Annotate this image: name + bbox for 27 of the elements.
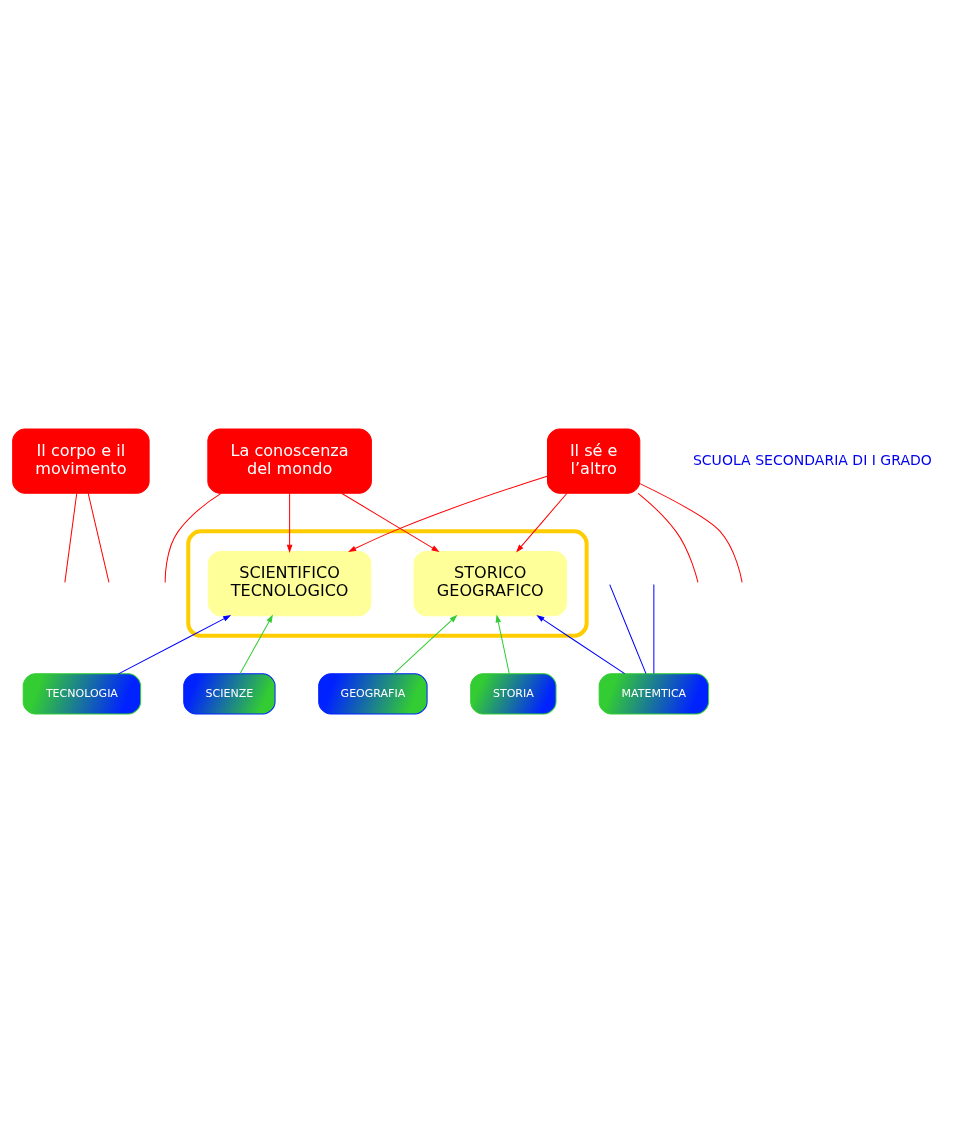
cluster [186, 529, 589, 638]
connector [87, 492, 110, 583]
node-box: SCIENZE [183, 673, 276, 715]
arrow [239, 615, 273, 675]
node-box: Il corpo e il movimento [12, 428, 150, 494]
arrow [341, 492, 439, 552]
arrow [516, 492, 568, 552]
arrow [495, 615, 510, 675]
label: SCUOLA SECONDARIA DI I GRADO [692, 451, 932, 468]
connector [64, 492, 78, 583]
connector [164, 492, 222, 583]
arrow [537, 615, 626, 675]
node-box: STORIA [470, 673, 557, 715]
node-box: La conoscenza del mondo [207, 428, 372, 494]
node-box: GEOGRAFIA [318, 673, 428, 715]
node-box: MATEMTICA [598, 673, 710, 715]
connector [637, 492, 699, 583]
arrow [118, 615, 231, 675]
node-box: STORICO GEOGRAFICO [413, 550, 568, 617]
arrow [287, 492, 293, 552]
connector [609, 584, 647, 675]
node-box: SCIENTIFICO TECNOLOGICO [207, 550, 372, 617]
connector [639, 483, 743, 583]
arrow [393, 615, 457, 675]
arrow [348, 475, 548, 552]
node-box: Il sé e l’altro [547, 428, 641, 494]
node-box: TECNOLOGIA [22, 673, 142, 715]
